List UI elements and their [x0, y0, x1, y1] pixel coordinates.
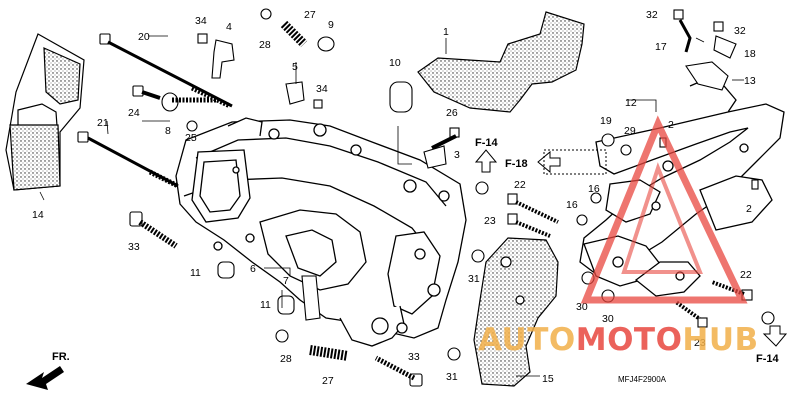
- callout-26: 26: [446, 107, 458, 119]
- callout-3: 3: [454, 149, 460, 161]
- callout-13: 13: [744, 75, 756, 87]
- callout-23b: 23: [694, 337, 706, 349]
- part-14-side-pad: [5, 33, 85, 191]
- callout-4: 4: [226, 21, 232, 33]
- arrow-down-f14: [762, 325, 788, 347]
- callout-1: 1: [443, 26, 449, 38]
- callout-9: 9: [328, 19, 334, 31]
- ref-f14-lower: F-14: [756, 353, 780, 365]
- callout-34b: 34: [316, 83, 328, 95]
- section-arrows: [474, 149, 788, 347]
- watermark-auto: AUTO: [478, 322, 576, 358]
- callout-2a: 2: [668, 119, 674, 131]
- callout-22a: 22: [514, 179, 526, 191]
- callout-12: 12: [625, 97, 637, 109]
- watermark-text: AUTOMOTOHUB: [478, 322, 759, 358]
- callout-16b: 16: [566, 199, 578, 211]
- callout-30a: 30: [576, 301, 588, 313]
- callout-labels: 1 2 2 3 4 5 6 7 8 9 10 11 11 12 13 14 15…: [32, 9, 756, 387]
- callout-34a: 34: [195, 15, 207, 27]
- callout-32a: 32: [646, 9, 658, 21]
- callout-14: 14: [32, 209, 44, 221]
- callout-5: 5: [292, 61, 298, 73]
- callout-2b: 2: [746, 203, 752, 215]
- callout-11b: 11: [260, 299, 271, 311]
- callout-15: 15: [542, 373, 554, 385]
- part-15-side-plate: [473, 237, 559, 387]
- callout-28b: 28: [280, 353, 292, 365]
- front-direction-arrow: FR.: [26, 351, 70, 390]
- watermark-moto: MOTO: [576, 322, 683, 358]
- section-ref-labels: F-14 F-18 F-14: [475, 137, 780, 365]
- callout-18: 18: [744, 48, 756, 60]
- watermark: AUTOMOTOHUB: [478, 115, 759, 358]
- drawing-code: MFJ4F2900A: [618, 375, 667, 384]
- callout-17: 17: [655, 41, 667, 53]
- ref-f14-upper: F-14: [475, 137, 499, 149]
- callout-20: 20: [138, 31, 150, 43]
- leader-lines: [39, 35, 744, 377]
- callout-16a: 16: [588, 183, 600, 195]
- arrow-left-f18: [537, 150, 561, 174]
- callout-22b: 22: [740, 269, 752, 281]
- arrow-up-f14: [474, 149, 498, 173]
- callout-31b: 31: [446, 371, 458, 383]
- main-frame: [175, 117, 467, 347]
- ref-f18: F-18: [505, 158, 528, 170]
- callout-8: 8: [165, 125, 171, 137]
- callout-27a: 27: [304, 9, 316, 21]
- callout-25: 25: [185, 132, 197, 144]
- callout-10: 10: [389, 57, 401, 69]
- callout-7: 7: [283, 275, 289, 287]
- callout-32b: 32: [734, 25, 746, 37]
- watermark-triangle: [580, 115, 748, 304]
- callout-29: 29: [624, 125, 636, 137]
- callout-11a: 11: [190, 267, 201, 279]
- callout-24: 24: [128, 107, 140, 119]
- callout-6: 6: [250, 263, 256, 275]
- callout-21: 21: [97, 117, 109, 129]
- watermark-hub: HUB: [682, 322, 758, 358]
- front-direction-label: FR.: [52, 351, 70, 363]
- part-1-upper-plate: [417, 11, 585, 113]
- callout-23a: 23: [484, 215, 496, 227]
- fasteners: [77, 8, 775, 387]
- callout-27b: 27: [322, 375, 334, 387]
- callout-19: 19: [600, 115, 612, 127]
- callout-28a: 28: [259, 39, 271, 51]
- callout-33b: 33: [408, 351, 420, 363]
- callout-30b: 30: [602, 313, 614, 325]
- callout-33a: 33: [128, 241, 140, 253]
- callout-31a: 31: [468, 273, 480, 285]
